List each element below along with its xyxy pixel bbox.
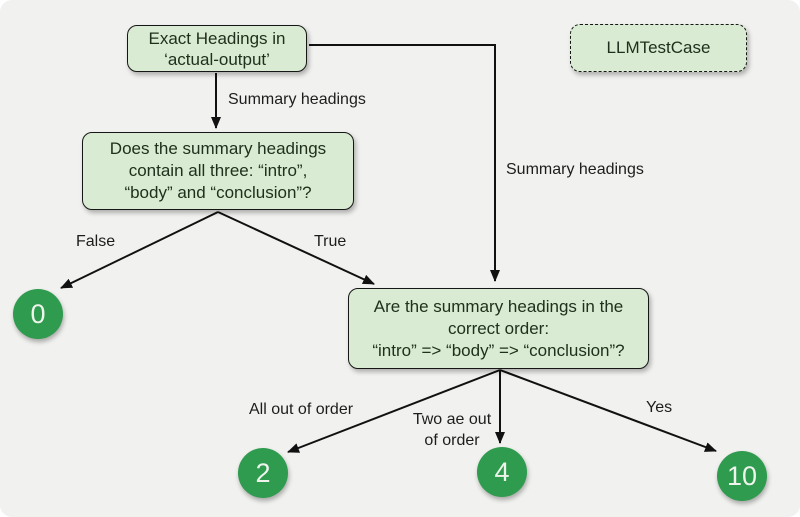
node-llm-test-case-label: LLMTestCase: [606, 38, 711, 57]
edge-label-true: True: [314, 233, 347, 250]
score-node-2: 2: [238, 448, 288, 498]
score-node-0: 0: [13, 289, 63, 339]
edge-q2-allout-to-2: [287, 369, 501, 453]
edge-label-summary-headings-left: Summary headings: [228, 91, 366, 108]
q2-line1: Are the summary headings in the: [373, 296, 624, 316]
node-llm-test-case: LLMTestCase: [570, 24, 747, 72]
q1-line3: “body” and “conclusion”?: [124, 183, 312, 202]
node-question-contains-headings: Does the summary headings contain all th…: [82, 132, 354, 210]
q1-line2: contain all three: “intro”,: [128, 161, 308, 180]
edge-label-two-out-of-order: Two ae out of order: [404, 409, 500, 451]
edge-q1-false-to-0: [60, 211, 219, 289]
q2-line3: “intro” => “body” => “conclusion”?: [372, 340, 625, 360]
q1-line1: Does the summary headings: [109, 139, 327, 158]
edge-label-two-out-of-order-line1: Two ae out: [412, 411, 492, 428]
edge-root-to-q2: [309, 44, 500, 282]
node-exact-headings-line2: ‘actual-output’: [164, 49, 270, 69]
edge-q2-yes-to-10: [499, 369, 717, 452]
edge-label-all-out-of-order: All out of order: [249, 401, 354, 418]
node-question-correct-order: Are the summary headings in the correct …: [348, 288, 649, 369]
score-node-10: 10: [717, 451, 767, 501]
node-exact-headings: Exact Headings in ‘actual-output’: [127, 25, 307, 72]
edge-label-false: False: [76, 233, 116, 250]
edge-label-two-out-of-order-line2: of order: [424, 432, 480, 449]
edge-q1-true-to-q2: [217, 211, 375, 285]
q2-line2: correct order:: [447, 318, 550, 338]
node-exact-headings-line1: Exact Headings in: [148, 28, 286, 48]
edge-label-summary-headings-right: Summary headings: [506, 161, 644, 178]
edge-label-yes: Yes: [646, 399, 673, 416]
score-node-4: 4: [477, 447, 527, 497]
